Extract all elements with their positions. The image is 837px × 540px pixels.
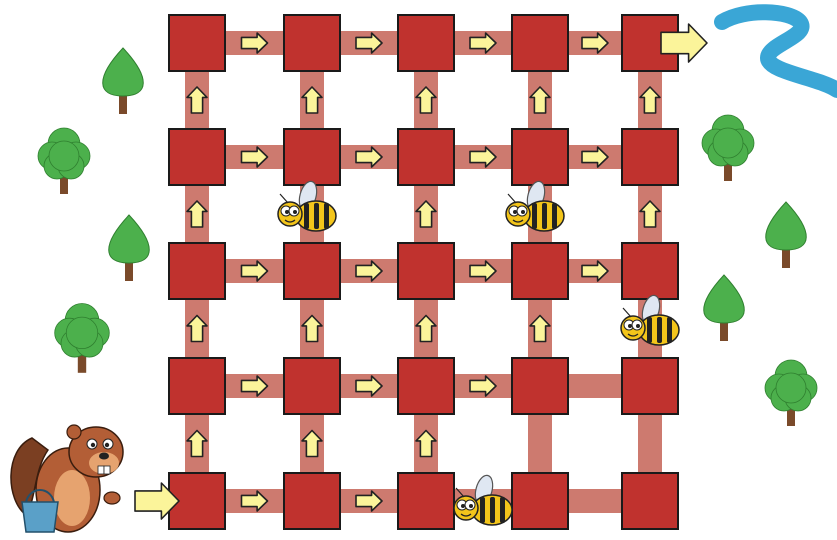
maze-node-r4-c4[interactable] <box>622 473 678 529</box>
tree-icon <box>765 360 817 426</box>
bee-antenna <box>508 194 516 203</box>
bee-stripe <box>657 317 662 343</box>
tree-icon <box>103 48 144 114</box>
tree-canopy <box>776 373 806 403</box>
beaver-belly <box>54 470 90 526</box>
beaver-basket <box>22 502 58 532</box>
maze-node-r4-c1[interactable] <box>284 473 340 529</box>
maze-node-r3-c4[interactable] <box>622 358 678 414</box>
bee-stripe <box>314 203 319 229</box>
bee-pupil <box>285 210 289 214</box>
maze-node-r1-c4[interactable] <box>622 129 678 185</box>
bee-pupil <box>513 210 517 214</box>
bee-antenna <box>280 194 288 203</box>
bee-antenna <box>623 308 631 317</box>
bee-stripe <box>324 203 329 229</box>
tree-canopy <box>49 141 79 171</box>
tree-icon <box>55 304 110 373</box>
beaver-ear <box>67 425 81 439</box>
beaver-tooth <box>104 466 110 474</box>
bee-pupil <box>521 210 525 214</box>
tree-canopy <box>704 275 745 323</box>
bee-pupil <box>636 324 640 328</box>
tree-canopy <box>713 128 743 158</box>
bee-stripe <box>542 203 547 229</box>
bee-pupil <box>469 504 473 508</box>
maze-node-r3-c2[interactable] <box>398 358 454 414</box>
tree-canopy <box>109 215 150 263</box>
bee-pupil <box>628 324 632 328</box>
maze-node-r1-c0[interactable] <box>169 129 225 185</box>
maze-node-r2-c4[interactable] <box>622 243 678 299</box>
beaver-tooth <box>98 466 104 474</box>
bee-icon <box>506 179 564 231</box>
tree-icon <box>109 215 150 281</box>
bee-icon <box>278 179 336 231</box>
maze-node-r4-c3[interactable] <box>512 473 568 529</box>
bee-stripe <box>480 497 485 523</box>
bee-pupil <box>293 210 297 214</box>
beaver-hand <box>104 492 120 504</box>
beaver-pupil <box>91 443 95 447</box>
bee-stripe <box>647 317 652 343</box>
tree-canopy <box>766 202 807 250</box>
maze-node-r0-c0[interactable] <box>169 15 225 71</box>
maze-node-r2-c0[interactable] <box>169 243 225 299</box>
bee-icon <box>621 293 679 345</box>
tree-icon <box>702 115 754 181</box>
maze-node-r4-c2[interactable] <box>398 473 454 529</box>
maze-node-r2-c1[interactable] <box>284 243 340 299</box>
tree-canopy <box>66 317 98 349</box>
maze-node-r0-c2[interactable] <box>398 15 454 71</box>
river-stream <box>722 12 837 90</box>
bee-stripe <box>490 497 495 523</box>
bee-pupil <box>461 504 465 508</box>
maze-node-r1-c1[interactable] <box>284 129 340 185</box>
beaver-icon <box>11 425 123 532</box>
tree-canopy <box>103 48 144 96</box>
river-icon <box>722 12 837 90</box>
maze-node-r2-c2[interactable] <box>398 243 454 299</box>
maze-node-r3-c0[interactable] <box>169 358 225 414</box>
bee-icon <box>454 473 512 525</box>
bee-stripe <box>500 497 505 523</box>
beaver-nose <box>99 453 109 460</box>
bee-stripe <box>552 203 557 229</box>
maze-node-r3-c3[interactable] <box>512 358 568 414</box>
tree-icon <box>766 202 807 268</box>
maze-node-r1-c2[interactable] <box>398 129 454 185</box>
maze-node-r2-c3[interactable] <box>512 243 568 299</box>
bee-stripe <box>667 317 672 343</box>
bee-stripe <box>532 203 537 229</box>
maze-node-r0-c1[interactable] <box>284 15 340 71</box>
bee-stripe <box>304 203 309 229</box>
tree-icon <box>38 128 90 194</box>
maze-node-r3-c1[interactable] <box>284 358 340 414</box>
maze-node-r0-c3[interactable] <box>512 15 568 71</box>
tree-icon <box>704 275 745 341</box>
maze-node-r1-c3[interactable] <box>512 129 568 185</box>
beaver-pupil <box>105 443 109 447</box>
